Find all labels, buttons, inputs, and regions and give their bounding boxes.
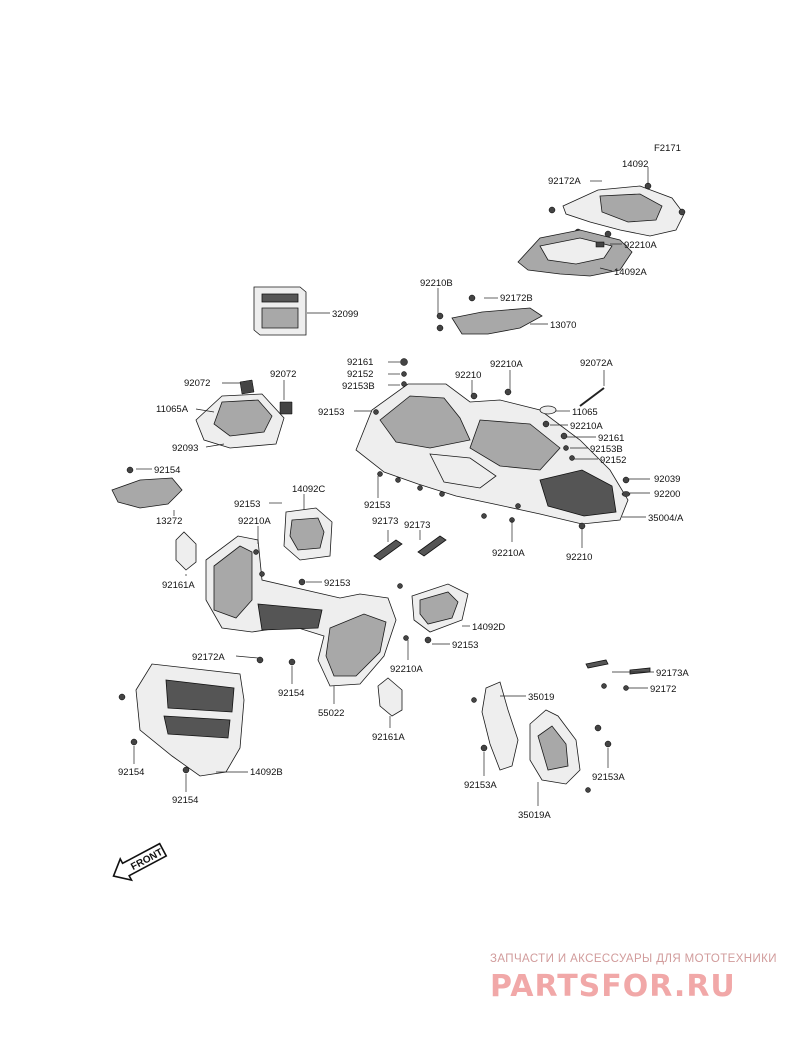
callout-92200: 92200	[654, 489, 680, 500]
callout-92152-left: 92152	[347, 369, 373, 380]
leader-lines	[133, 167, 654, 806]
callout-13070: 13070	[550, 320, 576, 331]
callout-92072a: 92072A	[580, 358, 613, 369]
figure-code: F2171	[654, 143, 681, 154]
callout-92172a-low: 92172A	[192, 652, 225, 663]
part-32099	[253, 286, 307, 336]
front-frame-55022	[205, 535, 432, 687]
callout-35019a: 35019A	[518, 810, 551, 821]
callout-92154-left: 92154	[118, 767, 144, 778]
callout-92039: 92039	[654, 474, 680, 485]
callout-92161-left: 92161	[347, 357, 373, 368]
callout-14092: 14092	[622, 159, 648, 170]
guard-35019	[471, 681, 519, 771]
callout-92153-d: 92153	[452, 640, 478, 651]
watermark-subtitle: ЗАПЧАСТИ И АКСЕССУАРЫ ДЛЯ МОТОТЕХНИКИ	[490, 953, 777, 965]
callout-92210b: 92210B	[420, 278, 453, 289]
callout-11065a: 11065A	[156, 404, 189, 415]
strip-11065	[539, 387, 605, 415]
pads-92161a	[175, 531, 403, 717]
callout-92153-mid: 92153	[364, 500, 390, 511]
rear-cover-14092a	[517, 229, 633, 277]
callout-92152-right: 92152	[600, 455, 626, 466]
callout-92154-top: 92154	[154, 465, 180, 476]
callout-92210-low: 92210	[566, 552, 592, 563]
callout-92072-left: 92072	[184, 378, 210, 389]
callout-92093: 92093	[172, 443, 198, 454]
guard-35019a	[529, 659, 651, 793]
bracket-13272	[111, 466, 183, 509]
watermark: ЗАПЧАСТИ И АКСЕССУАРЫ ДЛЯ МОТОТЕХНИКИ PA…	[490, 953, 777, 1004]
bracket-13070	[436, 294, 543, 335]
callout-92172: 92172	[650, 684, 676, 695]
front-body-35004	[355, 358, 631, 530]
callout-14092c: 14092C	[292, 484, 325, 495]
callout-35004a: 35004/A	[648, 513, 684, 524]
callout-92210a-top: 92210A	[624, 240, 657, 251]
rear-cover-14092	[548, 182, 686, 238]
callout-92210a-low: 92210A	[492, 548, 525, 559]
callout-13272: 13272	[156, 516, 182, 527]
callout-92172b: 92172B	[500, 293, 533, 304]
callout-92161a-left: 92161A	[162, 580, 195, 591]
callout-92210: 92210	[455, 370, 481, 381]
callout-92210a-right: 92210A	[570, 421, 603, 432]
callout-92153b-right: 92153B	[590, 444, 623, 455]
callout-92173-a: 92173	[372, 516, 398, 527]
callout-55022: 55022	[318, 708, 344, 719]
duct-14092d	[411, 583, 469, 633]
callout-92072-right: 92072	[270, 369, 296, 380]
watermark-logo: PARTSFOR.RU	[490, 969, 736, 1004]
callout-92153-frame: 92153	[324, 578, 350, 589]
callout-11065: 11065	[572, 407, 598, 418]
callout-92210a-c: 92210A	[238, 516, 271, 527]
callout-92153b-left: 92153B	[342, 381, 375, 392]
strips-92173	[373, 535, 447, 561]
callout-92173a: 92173A	[656, 668, 689, 679]
callout-92154-bottom: 92154	[172, 795, 198, 806]
callout-32099: 32099	[332, 309, 358, 320]
callout-92161a-right: 92161A	[372, 732, 405, 743]
callout-35019: 35019	[528, 692, 554, 703]
plate-11065a	[195, 379, 293, 449]
callout-92161-right: 92161	[598, 433, 624, 444]
callout-92153-left: 92153	[318, 407, 344, 418]
duct-14092c	[283, 507, 333, 561]
callout-92210a-mid: 92210A	[490, 359, 523, 370]
callout-92173-b: 92173	[404, 520, 430, 531]
callout-92153a-right: 92153A	[592, 772, 625, 783]
callout-92172a: 92172A	[548, 176, 581, 187]
callout-14092d: 14092D	[472, 622, 505, 633]
callout-92154-mid: 92154	[278, 688, 304, 699]
front-arrow-icon: FRONT	[112, 842, 168, 882]
callout-14092b: 14092B	[250, 767, 283, 778]
callout-labels: 14092 92172A 92210A 14092A 32099 92210B …	[118, 159, 689, 821]
callout-14092a: 14092A	[614, 267, 647, 278]
callout-92153a-left: 92153A	[464, 780, 497, 791]
callout-92210a-d: 92210A	[390, 664, 423, 675]
grille-14092b	[118, 656, 296, 777]
callout-92153-c: 92153	[234, 499, 260, 510]
